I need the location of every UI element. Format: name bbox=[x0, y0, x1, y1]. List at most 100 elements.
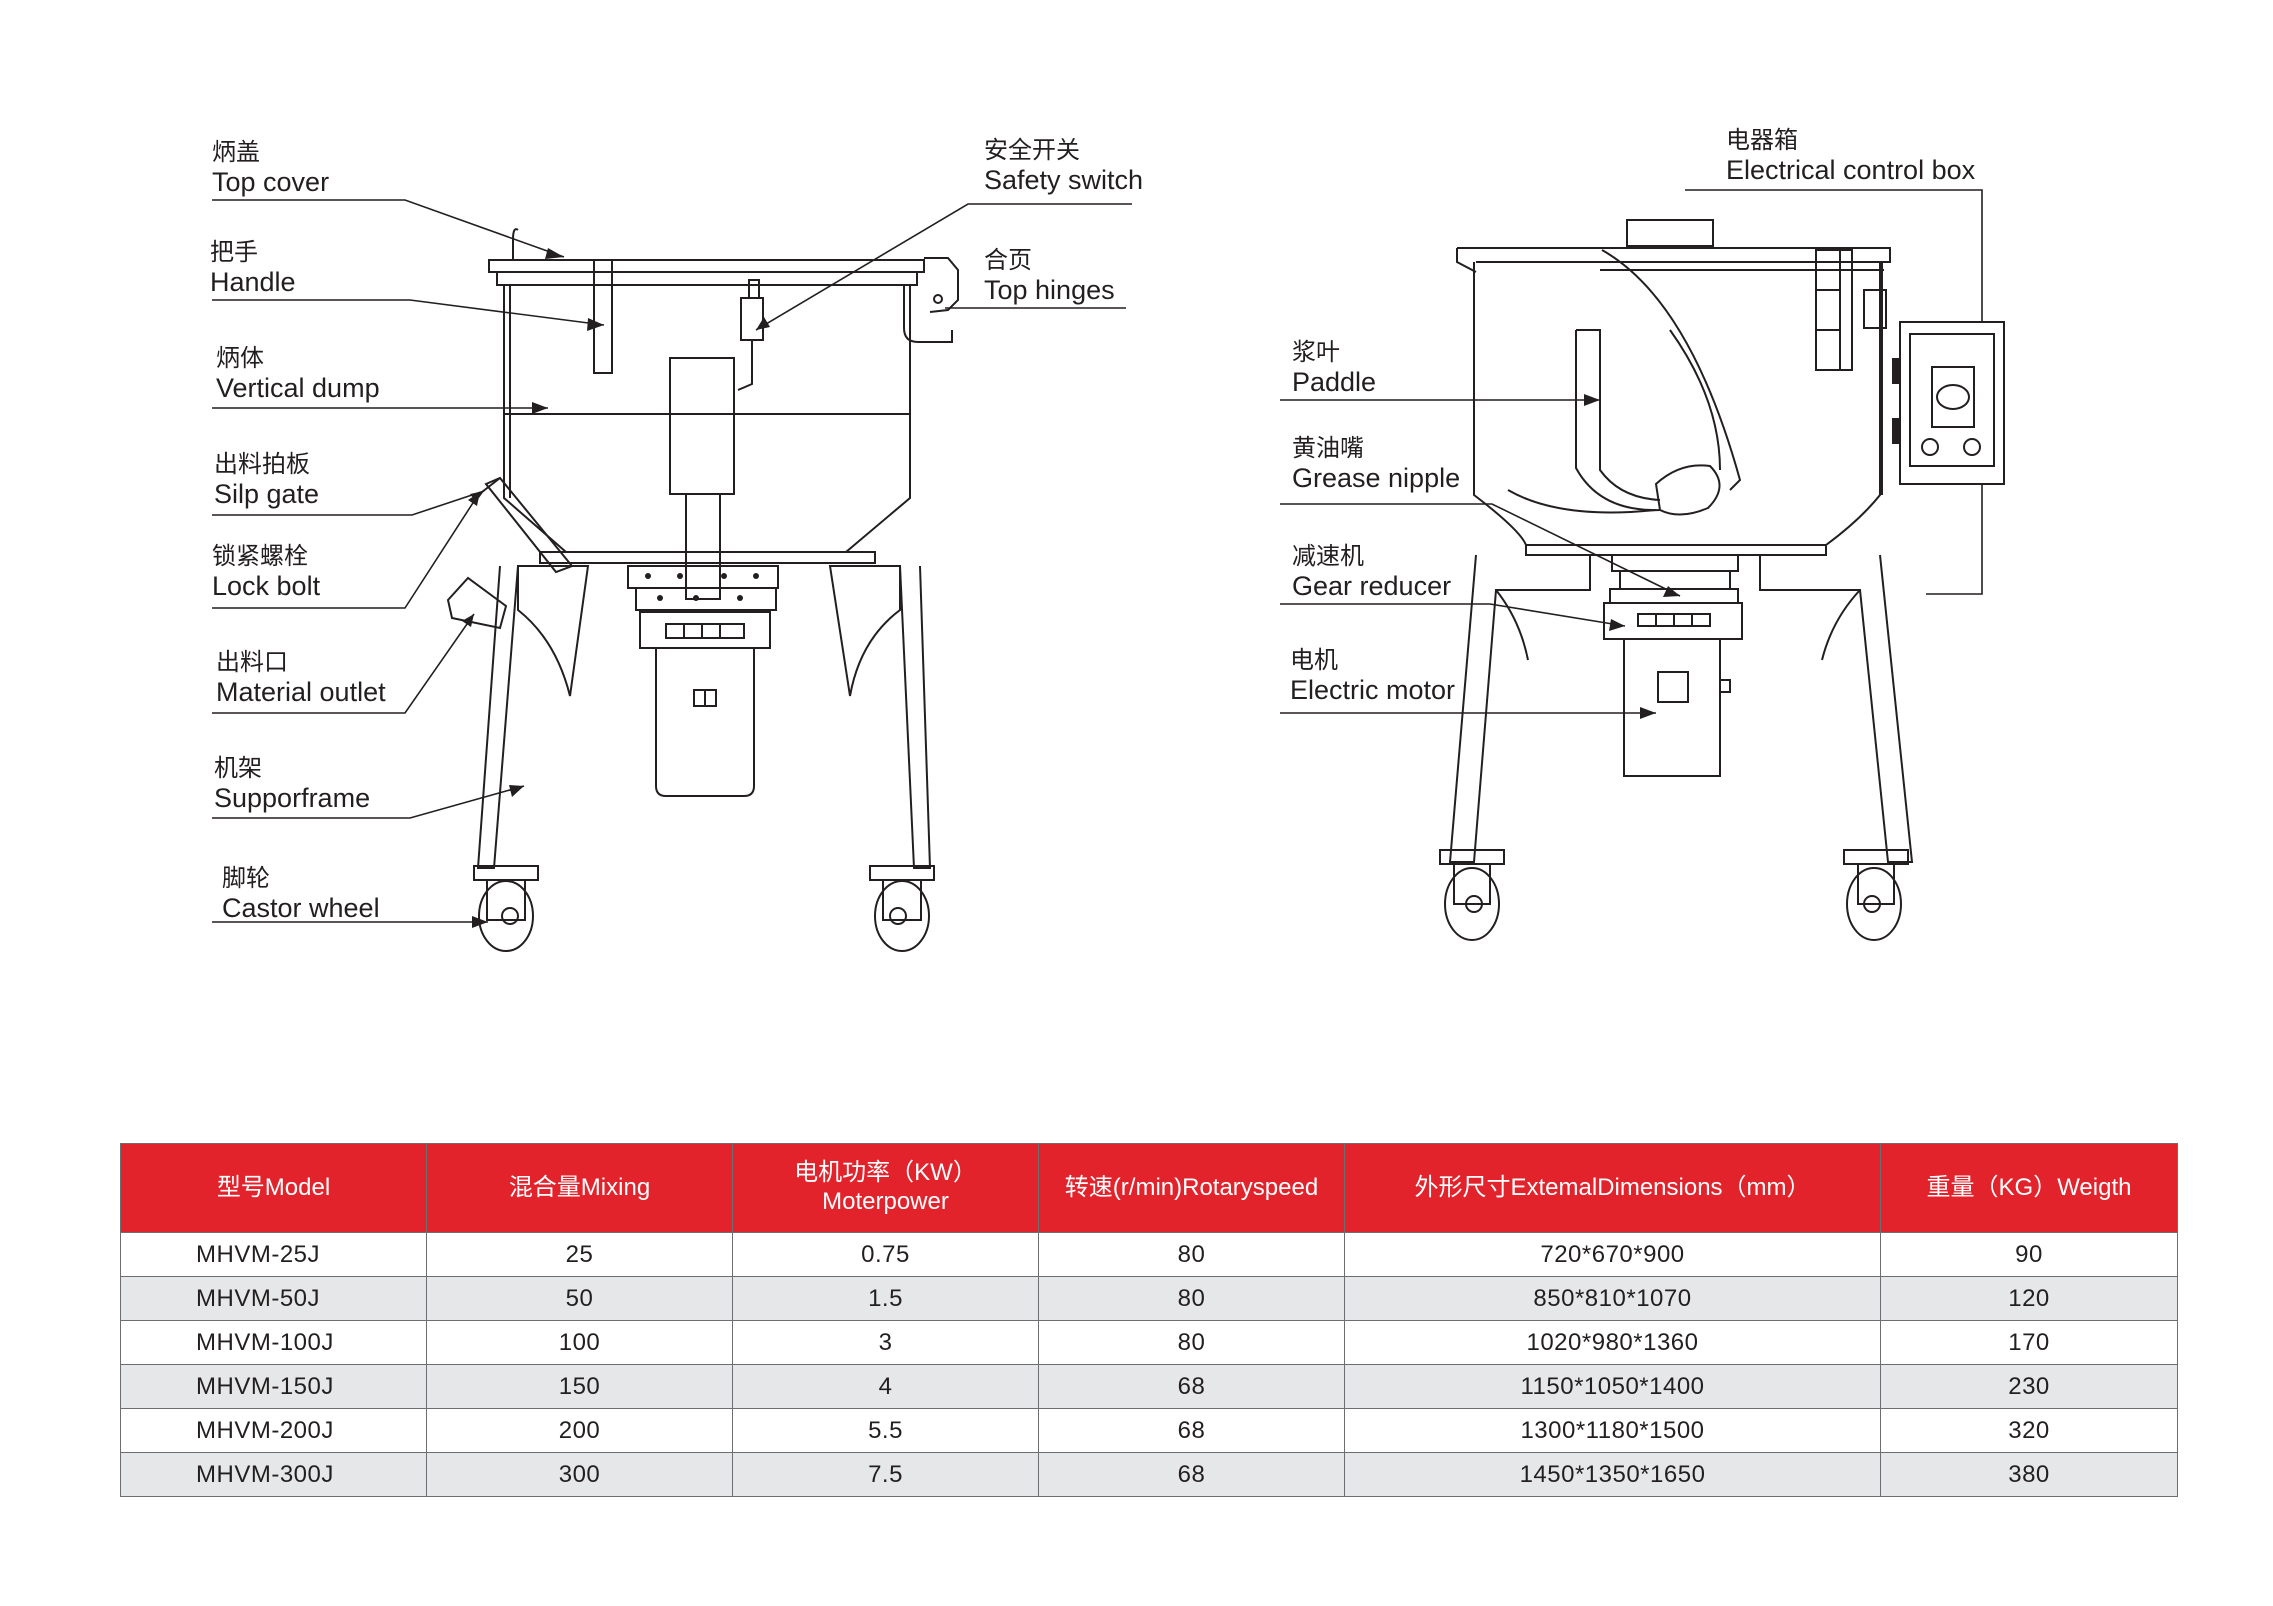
label-vertical-dump-en: Vertical dump bbox=[216, 372, 380, 403]
cell-weight: 170 bbox=[1880, 1320, 2178, 1365]
header-mixing: 混合量Mixing bbox=[426, 1143, 733, 1233]
label-top-hinges: 合页 Top hinges bbox=[984, 247, 1115, 305]
cell-motor-power: 4 bbox=[732, 1364, 1039, 1409]
label-electrical-control-box-en: Electrical control box bbox=[1726, 154, 1976, 185]
cell-weight: 380 bbox=[1880, 1452, 2178, 1497]
cell-rotary-speed: 68 bbox=[1038, 1408, 1345, 1453]
table-row: MHVM-100J 100 3 80 1020*980*1360 170 bbox=[120, 1320, 2178, 1365]
right-machine-drawing bbox=[1280, 189, 2005, 941]
label-silp-gate-cn: 出料拍板 bbox=[214, 451, 310, 478]
table-row: MHVM-150J 150 4 68 1150*1050*1400 230 bbox=[120, 1364, 2178, 1409]
cell-motor-power: 0.75 bbox=[732, 1232, 1039, 1277]
label-support-frame-en: Supporframe bbox=[214, 782, 371, 813]
label-top-cover-cn: 炳盖 bbox=[212, 139, 260, 166]
cell-dimensions: 1450*1350*1650 bbox=[1344, 1452, 1881, 1497]
header-weight: 重量（KG）Weigth bbox=[1880, 1143, 2178, 1233]
label-electric-motor-en: Electric motor bbox=[1290, 674, 1456, 705]
cell-dimensions: 720*670*900 bbox=[1344, 1232, 1881, 1277]
cell-weight: 120 bbox=[1880, 1276, 2178, 1321]
cell-dimensions: 850*810*1070 bbox=[1344, 1276, 1881, 1321]
label-grease-nipple-en: Grease nipple bbox=[1292, 462, 1461, 493]
label-paddle: 浆叶 Paddle bbox=[1292, 339, 1377, 397]
label-grease-nipple-cn: 黄油嘴 bbox=[1292, 435, 1364, 462]
label-material-outlet: 出料口 Material outlet bbox=[216, 649, 386, 707]
header-dimensions: 外形尺寸ExtemalDimensions（mm） bbox=[1344, 1143, 1881, 1233]
table-row: MHVM-25J 25 0.75 80 720*670*900 90 bbox=[120, 1232, 2178, 1277]
label-safety-switch-en: Safety switch bbox=[984, 164, 1144, 195]
header-motor-power: 电机功率（KW） Moterpower bbox=[732, 1143, 1039, 1233]
cell-mixing: 150 bbox=[426, 1364, 733, 1409]
cell-rotary-speed: 68 bbox=[1038, 1452, 1345, 1497]
cell-mixing: 300 bbox=[426, 1452, 733, 1497]
header-row: 型号Model 混合量Mixing 电机功率（KW） Moterpower 转速… bbox=[120, 1143, 2178, 1233]
label-top-cover: 炳盖 Top cover bbox=[212, 139, 330, 197]
label-top-hinges-cn: 合页 bbox=[984, 247, 1032, 274]
label-grease-nipple: 黄油嘴 Grease nipple bbox=[1292, 435, 1461, 493]
label-support-frame-cn: 机架 bbox=[214, 755, 262, 782]
label-electrical-control-box: 电器箱 Electrical control box bbox=[1726, 127, 1976, 185]
label-electrical-control-box-cn: 电器箱 bbox=[1726, 127, 1798, 154]
label-electric-motor-cn: 电机 bbox=[1290, 647, 1338, 674]
cell-model: MHVM-150J bbox=[120, 1364, 427, 1409]
header-model: 型号Model bbox=[120, 1143, 427, 1233]
label-castor-wheel-en: Castor wheel bbox=[222, 892, 380, 923]
label-lock-bolt-cn: 锁紧螺栓 bbox=[212, 543, 308, 570]
cell-mixing: 200 bbox=[426, 1408, 733, 1453]
label-top-hinges-en: Top hinges bbox=[984, 274, 1115, 305]
label-silp-gate-en: Silp gate bbox=[214, 478, 320, 509]
cell-weight: 320 bbox=[1880, 1408, 2178, 1453]
label-vertical-dump-cn: 炳体 bbox=[216, 345, 264, 372]
cell-dimensions: 1300*1180*1500 bbox=[1344, 1408, 1881, 1453]
header-rotary-speed: 转速(r/min)Rotaryspeed bbox=[1038, 1143, 1345, 1233]
label-gear-reducer-en: Gear reducer bbox=[1292, 570, 1452, 601]
label-gear-reducer-cn: 减速机 bbox=[1292, 543, 1364, 570]
label-safety-switch-cn: 安全开关 bbox=[984, 137, 1080, 164]
cell-rotary-speed: 80 bbox=[1038, 1232, 1345, 1277]
label-paddle-en: Paddle bbox=[1292, 366, 1377, 397]
cell-motor-power: 1.5 bbox=[732, 1276, 1039, 1321]
label-safety-switch: 安全开关 Safety switch bbox=[984, 137, 1144, 195]
spec-table: 型号Model 混合量Mixing 电机功率（KW） Moterpower 转速… bbox=[120, 1143, 2178, 1497]
label-support-frame: 机架 Supporframe bbox=[214, 755, 371, 813]
label-handle-en: Handle bbox=[210, 266, 296, 297]
cell-model: MHVM-50J bbox=[120, 1276, 427, 1321]
label-silp-gate: 出料拍板 Silp gate bbox=[214, 451, 320, 509]
cell-model: MHVM-300J bbox=[120, 1452, 427, 1497]
label-gear-reducer: 减速机 Gear reducer bbox=[1292, 543, 1452, 601]
label-handle-cn: 把手 bbox=[210, 239, 258, 266]
cell-dimensions: 1150*1050*1400 bbox=[1344, 1364, 1881, 1409]
cell-rotary-speed: 80 bbox=[1038, 1276, 1345, 1321]
cell-weight: 90 bbox=[1880, 1232, 2178, 1277]
table-row: MHVM-50J 50 1.5 80 850*810*1070 120 bbox=[120, 1276, 2178, 1321]
table-row: MHVM-300J 300 7.5 68 1450*1350*1650 380 bbox=[120, 1452, 2178, 1497]
label-material-outlet-en: Material outlet bbox=[216, 676, 386, 707]
spec-table-header: 型号Model 混合量Mixing 电机功率（KW） Moterpower 转速… bbox=[120, 1143, 2178, 1233]
cell-motor-power: 7.5 bbox=[732, 1452, 1039, 1497]
label-electric-motor: 电机 Electric motor bbox=[1290, 647, 1456, 705]
label-paddle-cn: 浆叶 bbox=[1292, 339, 1340, 366]
label-castor-wheel-cn: 脚轮 bbox=[222, 865, 270, 892]
label-top-cover-en: Top cover bbox=[212, 166, 330, 197]
label-handle: 把手 Handle bbox=[210, 239, 296, 297]
cell-dimensions: 1020*980*1360 bbox=[1344, 1320, 1881, 1365]
label-lock-bolt: 锁紧螺栓 Lock bolt bbox=[212, 543, 321, 601]
label-material-outlet-cn: 出料口 bbox=[216, 649, 288, 676]
cell-rotary-speed: 80 bbox=[1038, 1320, 1345, 1365]
cell-weight: 230 bbox=[1880, 1364, 2178, 1409]
cell-mixing: 50 bbox=[426, 1276, 733, 1321]
table-row: MHVM-200J 200 5.5 68 1300*1180*1500 320 bbox=[120, 1408, 2178, 1453]
label-vertical-dump: 炳体 Vertical dump bbox=[216, 345, 380, 403]
cell-motor-power: 5.5 bbox=[732, 1408, 1039, 1453]
cell-mixing: 25 bbox=[426, 1232, 733, 1277]
cell-rotary-speed: 68 bbox=[1038, 1364, 1345, 1409]
spec-table-body: MHVM-25J 25 0.75 80 720*670*900 90 MHVM-… bbox=[120, 1232, 2178, 1497]
label-lock-bolt-en: Lock bolt bbox=[212, 570, 321, 601]
cell-motor-power: 3 bbox=[732, 1320, 1039, 1365]
label-castor-wheel: 脚轮 Castor wheel bbox=[222, 865, 380, 923]
cell-model: MHVM-100J bbox=[120, 1320, 427, 1365]
cell-model: MHVM-200J bbox=[120, 1408, 427, 1453]
cell-mixing: 100 bbox=[426, 1320, 733, 1365]
left-machine-drawing bbox=[212, 199, 1132, 952]
cell-model: MHVM-25J bbox=[120, 1232, 427, 1277]
